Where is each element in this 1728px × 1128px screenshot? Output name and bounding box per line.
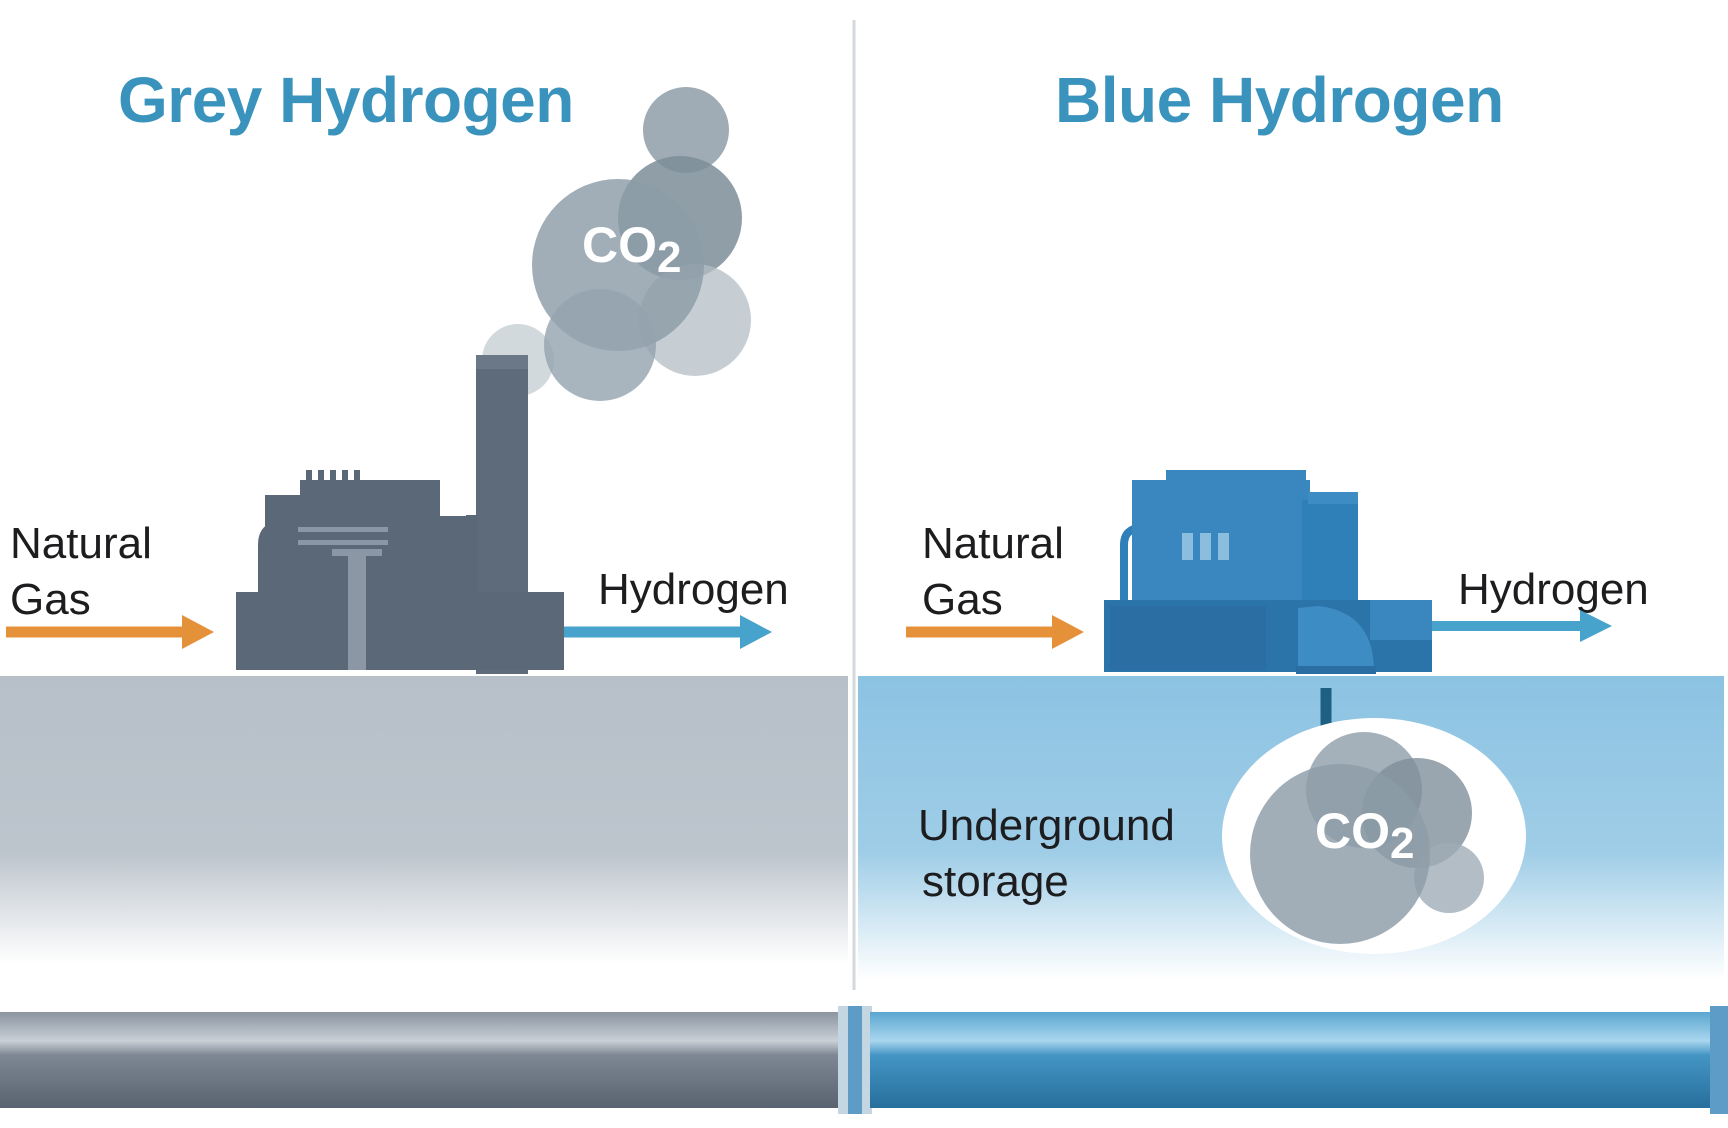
grey-pipe-segment (0, 1012, 840, 1108)
blue-hydrogen-title: Blue Hydrogen (1055, 64, 1504, 136)
hydrogen-output-arrow (1432, 610, 1612, 642)
natural-gas-label: Natural (10, 519, 152, 568)
arrow-head (182, 615, 214, 649)
roof-vent (318, 470, 324, 482)
facade-column (348, 553, 366, 670)
roof-vent (342, 470, 348, 482)
grey-ground-layer (0, 676, 848, 996)
co2-label: CO2 (582, 217, 681, 282)
blue-hydrogen-plant (1104, 470, 1432, 674)
plant-annex-top (1308, 492, 1358, 504)
hydrogen-output-label: Hydrogen (1458, 565, 1649, 614)
natural-gas-label: Gas (10, 575, 91, 624)
plant-roof (300, 480, 440, 498)
plant-base-shade (1110, 606, 1266, 670)
arrow-head (1052, 615, 1084, 649)
underground-storage-label: Underground (918, 801, 1175, 850)
natural-gas-label: Gas (922, 575, 1003, 624)
underground-storage-label: storage (922, 857, 1069, 906)
plant-right-block (528, 592, 564, 670)
facade-column-cap (332, 549, 382, 556)
hydrogen-output-label: Hydrogen (598, 565, 789, 614)
pipe-joint (1710, 1006, 1728, 1114)
arrow-head (740, 615, 772, 649)
roof-vent (306, 470, 312, 482)
plant-right-block (1370, 600, 1432, 640)
underground-storage: CO2 (1222, 718, 1526, 954)
grey-hydrogen-panel: Grey Hydrogen CO2 (0, 64, 848, 996)
grey-hydrogen-plant (236, 355, 564, 674)
plant-roof (1166, 470, 1306, 484)
plant-base (236, 592, 564, 670)
natural-gas-arrow (906, 615, 1084, 649)
co2-emission-cloud: CO2 (482, 87, 751, 401)
hydrogen-output-arrow (564, 615, 772, 649)
capture-pipe-flange (1296, 666, 1376, 674)
facade-stripe (298, 527, 388, 532)
plant-window (1182, 533, 1193, 560)
smokestack-cap (476, 355, 528, 369)
arrow-head (1580, 610, 1612, 642)
co2-label: CO2 (1315, 803, 1414, 868)
facade-stripe (298, 540, 388, 545)
pipeline (0, 1006, 1728, 1114)
natural-gas-label: Natural (922, 519, 1064, 568)
blue-pipe-segment (870, 1012, 1712, 1108)
co2-bubble (1250, 764, 1430, 944)
natural-gas-arrow (6, 615, 214, 649)
plant-window (440, 500, 466, 516)
co2-bubble (544, 289, 656, 401)
roof-vent (330, 470, 336, 482)
roof-vent (354, 470, 360, 482)
plant-window (1218, 533, 1229, 560)
co2-bubble (1414, 843, 1484, 913)
blue-hydrogen-panel: Blue Hydrogen (858, 64, 1724, 996)
pipe-joint-inner (848, 1006, 862, 1114)
co2-bubble (643, 87, 729, 173)
grey-hydrogen-title: Grey Hydrogen (118, 64, 574, 136)
plant-window (1200, 533, 1211, 560)
capture-elbow-pipe (1298, 606, 1374, 672)
